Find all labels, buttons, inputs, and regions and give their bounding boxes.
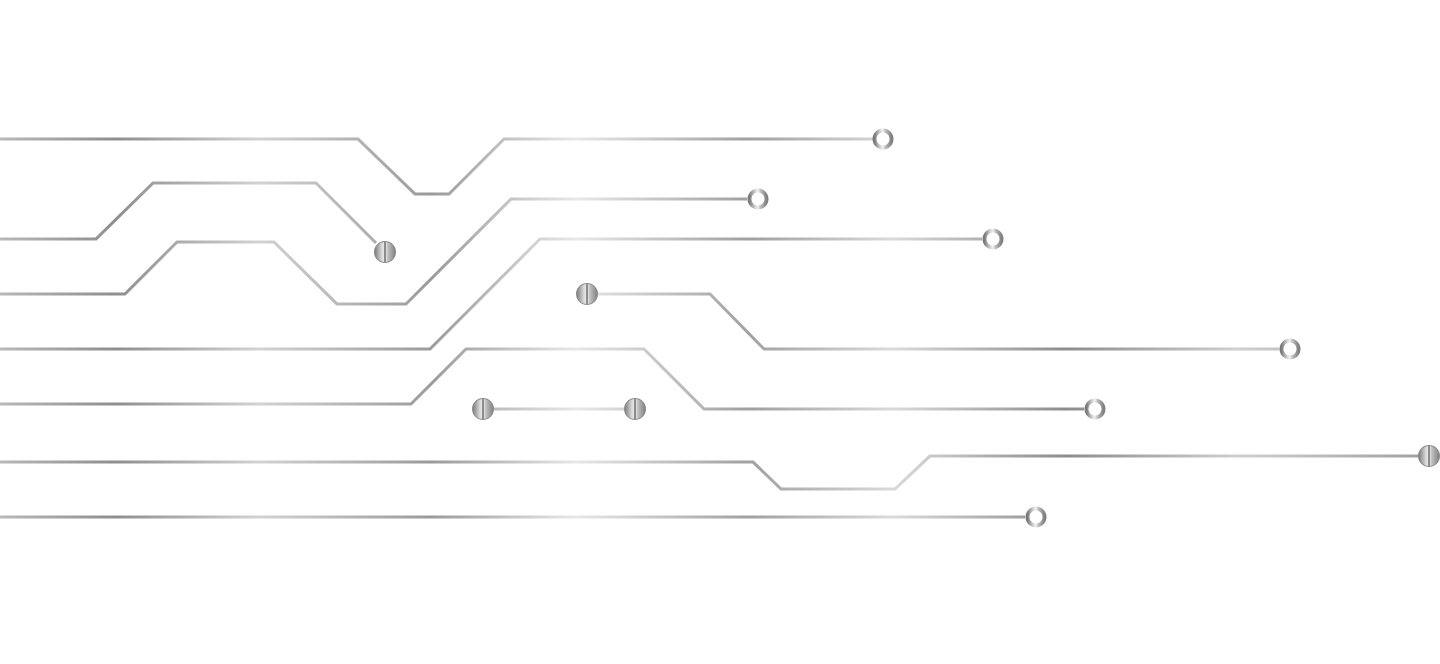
pad-center-line-group bbox=[384, 242, 1430, 466]
hollow-terminal-pad-2 bbox=[747, 188, 769, 210]
circuit-trace-2 bbox=[0, 181, 378, 245]
circuit-trace-5 bbox=[598, 292, 1279, 351]
circuit-trace-6 bbox=[0, 347, 1084, 411]
circuit-trace-1 bbox=[0, 137, 873, 196]
circuit-trace-8 bbox=[0, 454, 1419, 491]
hollow-terminal-pad-6 bbox=[1025, 506, 1047, 528]
hollow-terminal-pad-1 bbox=[872, 128, 894, 150]
trace-group bbox=[0, 137, 1419, 519]
hollow-terminal-group bbox=[747, 128, 1301, 528]
circuit-trace-4 bbox=[0, 237, 982, 351]
filled-terminal-group bbox=[374, 241, 1440, 467]
circuit-trace-3 bbox=[0, 197, 747, 306]
hollow-terminal-pad-3 bbox=[982, 228, 1004, 250]
hollow-terminal-pad-4 bbox=[1279, 338, 1301, 360]
hollow-terminal-pad-5 bbox=[1084, 398, 1106, 420]
